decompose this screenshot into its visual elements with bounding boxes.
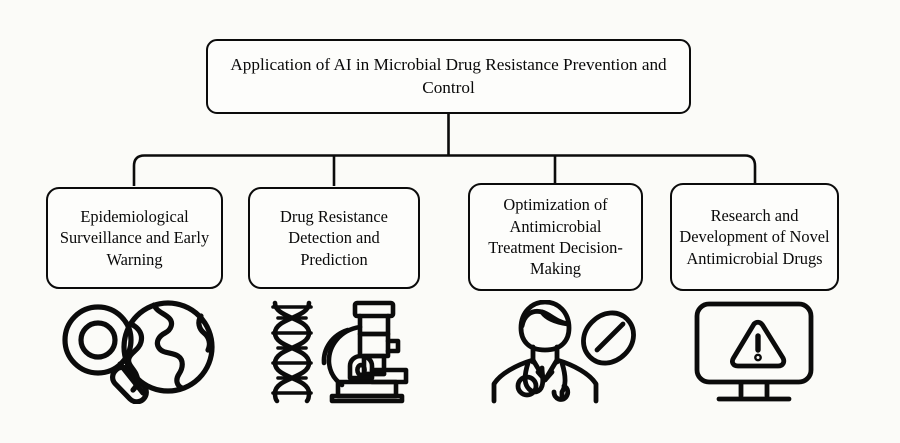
child-node-epidemiological-surveillance[interactable]: Epidemiological Surveillance and Early W…	[46, 187, 223, 289]
root-node-label: Application of AI in Microbial Drug Resi…	[230, 55, 667, 97]
root-node[interactable]: Application of AI in Microbial Drug Resi…	[206, 39, 691, 114]
icon-slot-3	[468, 296, 643, 404]
child-node-label: Drug Resistance Detection and Prediction	[280, 207, 388, 269]
child-node-label: Research and Development of Novel Antimi…	[679, 206, 830, 268]
monitor-warning-icon	[694, 301, 813, 402]
dna-microscope-icon	[271, 300, 409, 404]
icon-slot-2	[248, 296, 420, 404]
icon-slot-1	[46, 296, 223, 404]
magnifier-globe-icon	[61, 300, 215, 404]
child-node-novel-drug-rnd[interactable]: Research and Development of Novel Antimi…	[670, 183, 839, 291]
child-node-label: Optimization of Antimicrobial Treatment …	[488, 195, 623, 279]
icon-slot-4	[670, 296, 839, 404]
child-node-label: Epidemiological Surveillance and Early W…	[59, 207, 210, 269]
child-node-drug-resistance-detection[interactable]: Drug Resistance Detection and Prediction	[248, 187, 420, 289]
child-node-treatment-optimization[interactable]: Optimization of Antimicrobial Treatment …	[468, 183, 643, 291]
doctor-pill-icon	[491, 300, 636, 404]
bus-line	[132, 154, 757, 186]
